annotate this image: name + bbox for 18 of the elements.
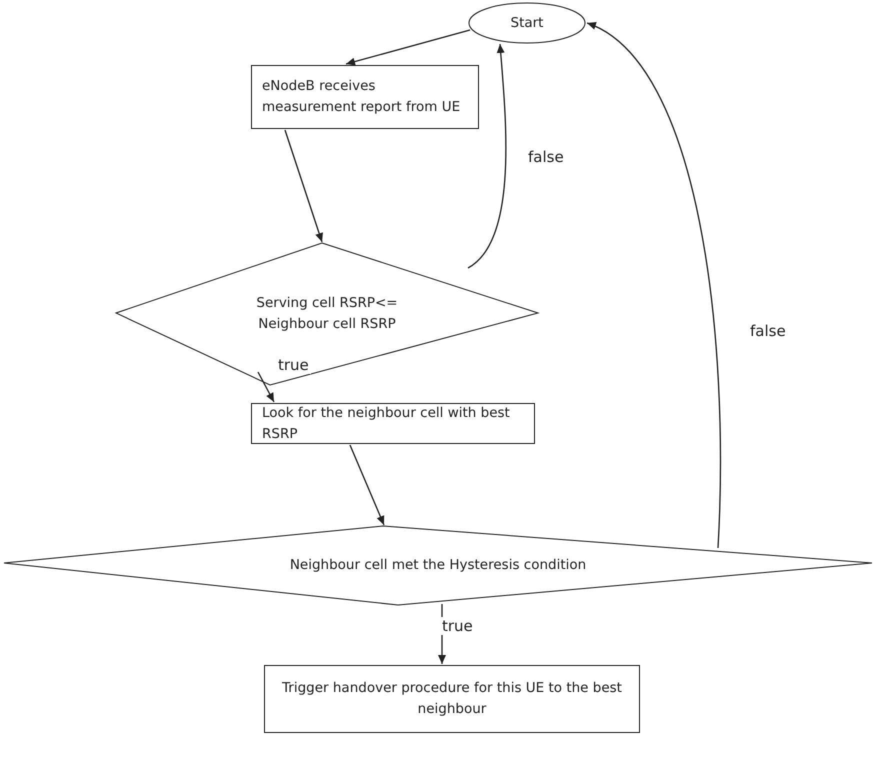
node-text: Serving cell RSRP<= Neighbour cell RSRP: [255, 294, 399, 334]
process-box: [251, 65, 479, 129]
arrow: [349, 444, 385, 526]
decision-diamond: [4, 526, 872, 606]
process-box: [264, 665, 640, 733]
node-text: Trigger handover procedure for this UE to the best neighbour: [281, 679, 623, 719]
node-text: Start: [510, 14, 544, 33]
node-text: eNodeB receives measurement report from UE: [262, 77, 462, 117]
arrow: [468, 44, 507, 269]
node-text: Neighbour cell met the Hysteresis condition: [290, 556, 586, 576]
decision-diamond: [114, 242, 540, 386]
node-text: Look for the neighbour cell with best RSRP: [262, 404, 511, 444]
start-oval: [468, 2, 586, 44]
arrow: [257, 372, 275, 402]
arrow: [284, 130, 323, 242]
arrow: [346, 29, 470, 66]
edge-label: true: [440, 617, 475, 635]
arrow: [586, 22, 721, 548]
